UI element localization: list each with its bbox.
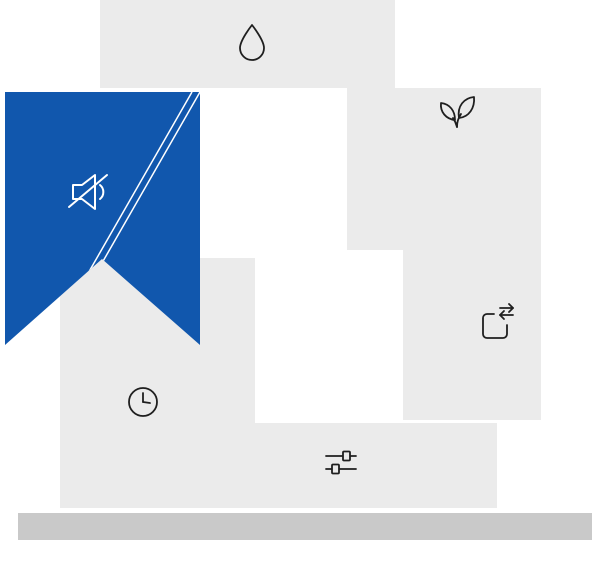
leaf-icon (437, 93, 477, 131)
sliders-icon (323, 447, 359, 479)
bottom-bar (18, 513, 592, 540)
droplet-icon (232, 21, 272, 65)
share-sync-icon (478, 302, 518, 342)
tile-settings[interactable] (200, 423, 497, 508)
mute-ribbon[interactable] (5, 92, 200, 345)
ribbon-shape (5, 92, 200, 345)
tile-share[interactable] (403, 155, 541, 420)
clock-icon (125, 384, 161, 420)
tile-water[interactable] (100, 0, 395, 88)
speaker-muted-icon (68, 174, 108, 210)
